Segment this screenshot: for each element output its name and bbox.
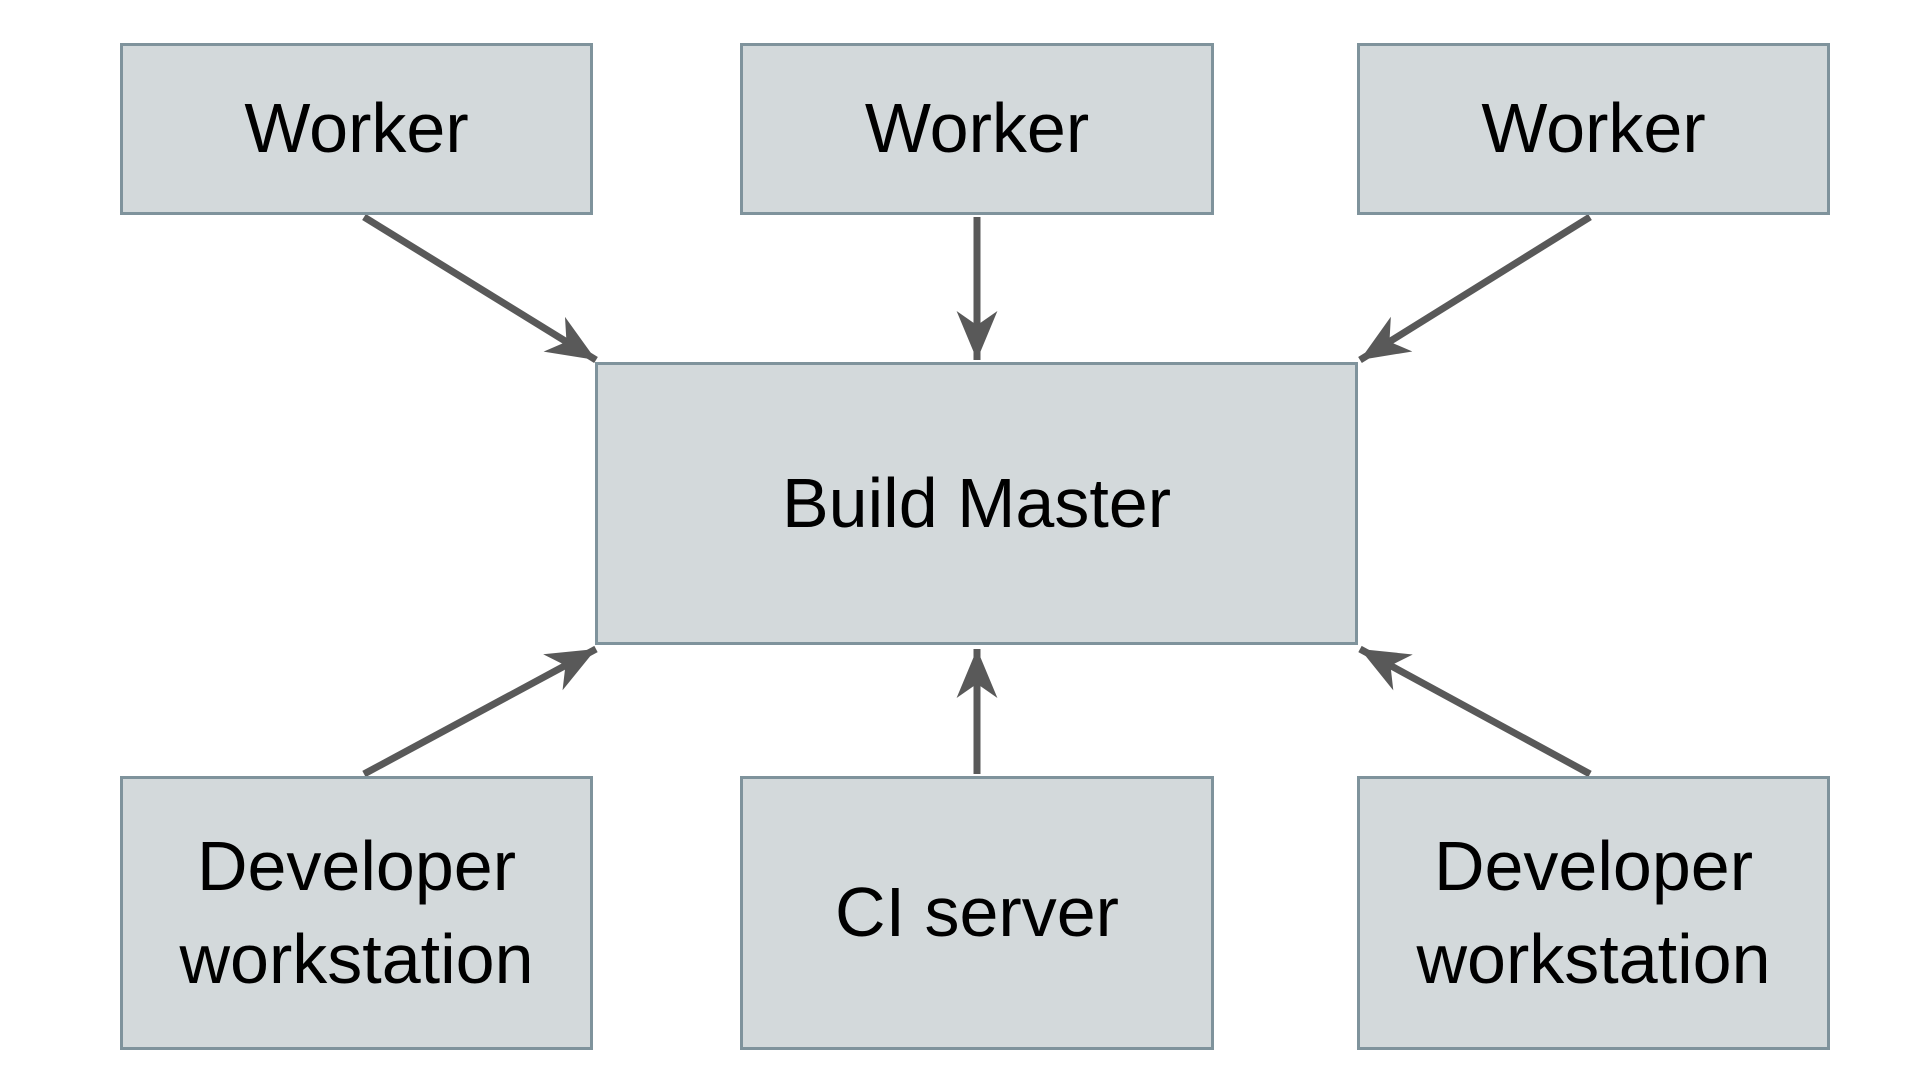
- node-developer-workstation-1-label: Developer workstation: [179, 826, 534, 998]
- arrow-worker-3-to-build-master: [1358, 214, 1592, 363]
- arrow-developer-workstation-2-to-build-master: [1358, 645, 1592, 778]
- node-build-master: Build Master: [595, 362, 1358, 645]
- node-worker-2-label: Worker: [864, 89, 1090, 168]
- arrow-developer-workstation-1-to-build-master: [362, 645, 598, 778]
- node-worker-2: Worker: [740, 43, 1214, 215]
- node-worker-3-label: Worker: [1481, 89, 1706, 168]
- node-worker-1-label: Worker: [244, 89, 469, 168]
- node-developer-workstation-2-label: Developer workstation: [1416, 826, 1771, 998]
- node-ci-server-label: CI server: [835, 873, 1119, 952]
- node-build-master-label: Build Master: [781, 463, 1172, 542]
- node-developer-workstation-1: Developer workstation: [120, 776, 593, 1050]
- node-worker-1: Worker: [120, 43, 593, 215]
- node-ci-server: CI server: [740, 776, 1214, 1050]
- node-worker-3: Worker: [1357, 43, 1830, 215]
- arrow-worker-1-to-build-master: [362, 214, 598, 363]
- node-developer-workstation-2: Developer workstation: [1357, 776, 1830, 1050]
